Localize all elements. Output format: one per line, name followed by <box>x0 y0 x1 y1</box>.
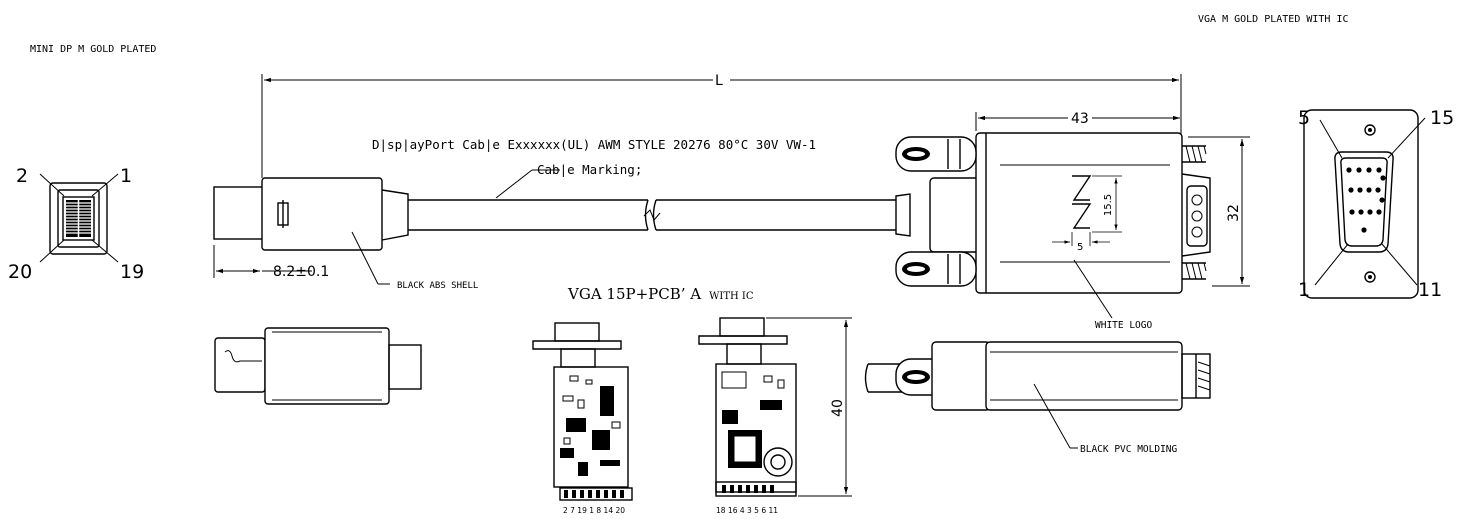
logo-width-label: 5 <box>1077 242 1083 253</box>
mini-dp-pin-1: 1 <box>120 165 132 187</box>
length-dimension-label: L <box>715 73 723 89</box>
plug-length-label: 8.2±0.1 <box>273 264 329 280</box>
mini-dp-contacts <box>66 200 91 237</box>
length-dimension: L <box>261 73 1182 178</box>
mini-dp-face-view: 2 1 20 19 <box>8 165 144 283</box>
pcb-assembly-left: 2 7 19 1 8 14 20 <box>532 322 633 515</box>
vga-pin-1: 1 <box>1298 279 1310 301</box>
vga-connector-side-view: BLACK PVC MOLDING <box>864 341 1211 455</box>
cable-marking-label: Cab|e Marking; <box>537 162 642 177</box>
pcb-right-pin-numbers: 18 16 4 3 5 6 11 <box>716 506 778 515</box>
screw-thread-top <box>1182 145 1207 163</box>
vga-connector-top-view: 15.5 5 43 32 WHITE LOGO <box>895 111 1250 331</box>
mini-dp-plug-side-view: 8.2±0.1 BLACK ABS SHELL <box>213 177 478 291</box>
pcb-left-pin-numbers: 2 7 19 1 8 14 20 <box>563 506 625 515</box>
dim-43-label: 43 <box>1071 111 1089 127</box>
vga-face-view: 5 15 1 11 <box>1298 107 1454 301</box>
vga-pin-15: 15 <box>1430 107 1454 129</box>
black-abs-shell-label: BLACK ABS SHELL <box>397 281 478 291</box>
cable-print-text: D|sp|ayPort Cab|e Exxxxxx(UL) AWM STYLE … <box>372 137 816 152</box>
vga-title: VGA M GOLD PLATED WITH IC <box>1198 14 1349 25</box>
mini-dp-plug-3d-view <box>214 327 422 405</box>
vga-pins <box>1346 167 1386 233</box>
vga-pin-5: 5 <box>1298 107 1310 129</box>
vga-pin-11: 11 <box>1418 279 1442 301</box>
mini-dp-pin-19: 19 <box>120 261 144 283</box>
thumb-screw-bottom <box>895 251 977 287</box>
mini-dp-pin-2: 2 <box>16 165 28 187</box>
cable <box>408 199 896 231</box>
dim-40-label: 40 <box>830 399 846 417</box>
dim-32-label: 32 <box>1226 204 1242 222</box>
screw-thread-bottom <box>1182 262 1207 280</box>
logo-height-label: 15.5 <box>1103 194 1114 216</box>
mini-dp-pin-20: 20 <box>8 261 32 283</box>
thumb-screw-top <box>895 136 977 172</box>
white-logo-mark: 15.5 5 <box>1052 175 1122 253</box>
pcb-assembly-right: 18 16 4 3 5 6 11 40 <box>698 317 852 515</box>
white-logo-label: WHITE LOGO <box>1095 320 1152 331</box>
mini-dp-title: MINI DP M GOLD PLATED <box>30 44 156 55</box>
cable-marking-leader <box>495 169 560 199</box>
black-pvc-molding-label: BLACK PVC MOLDING <box>1080 444 1178 455</box>
